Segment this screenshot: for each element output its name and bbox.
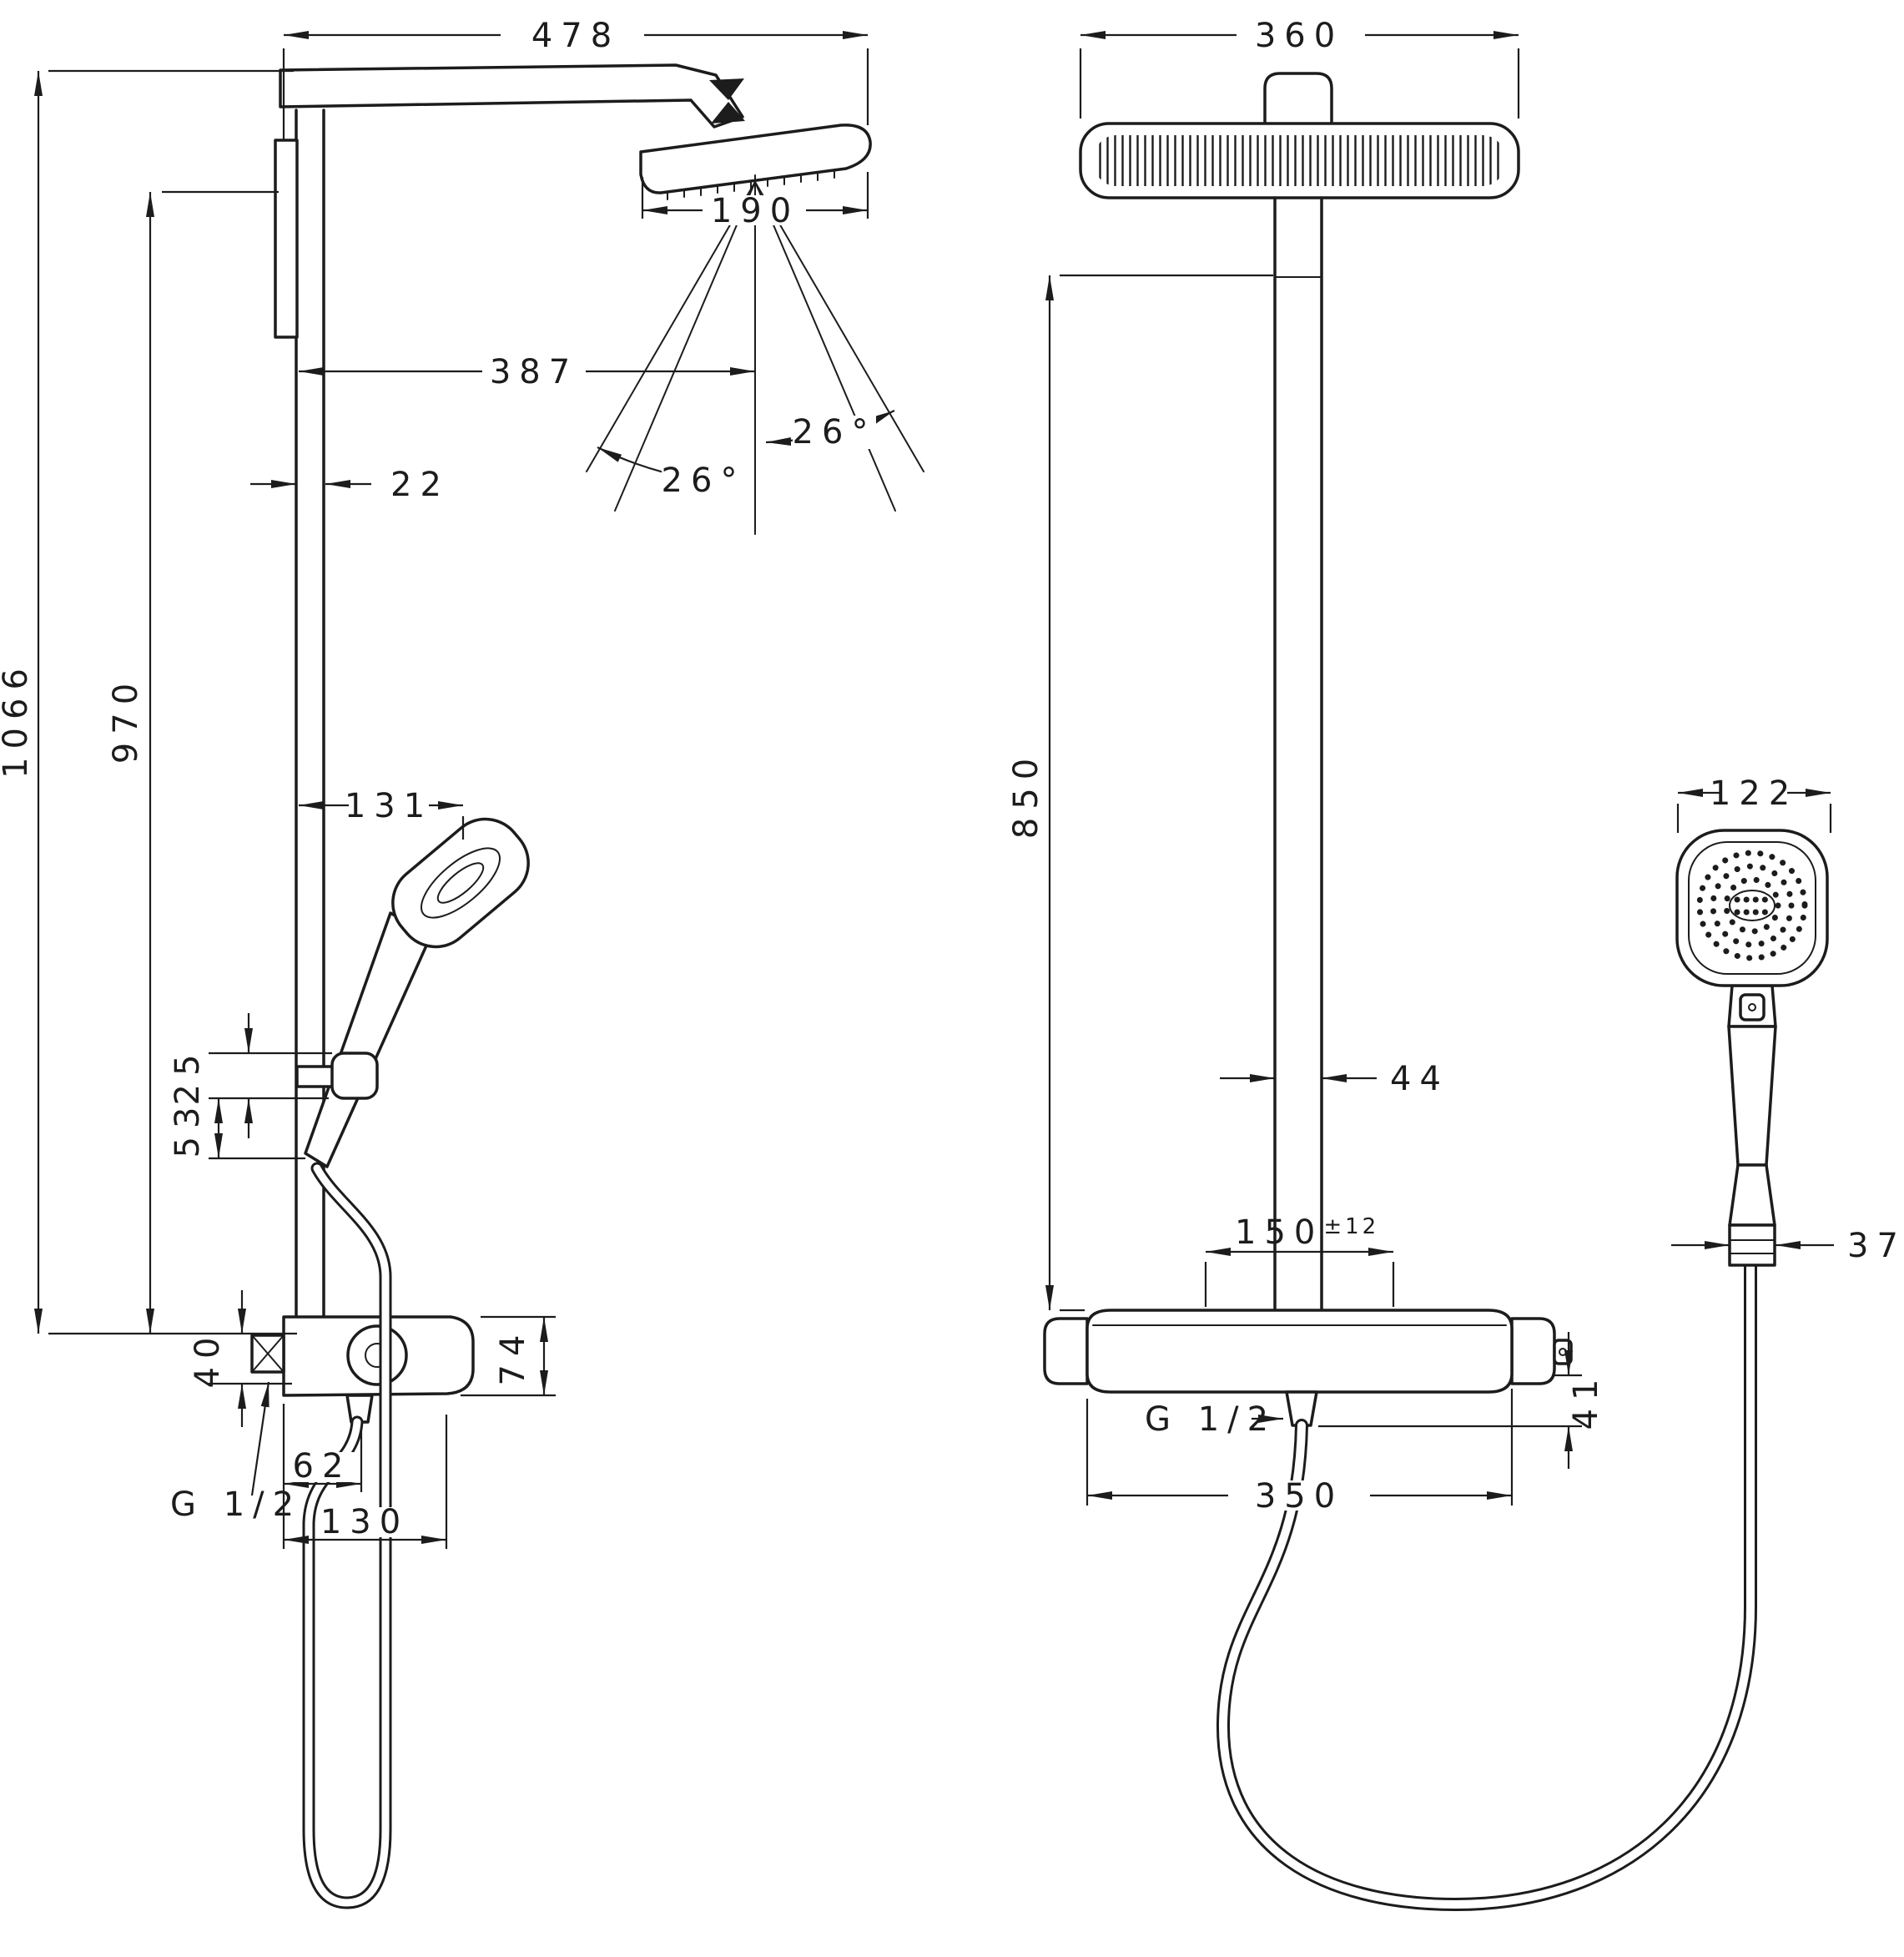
right-handle-front — [1510, 1317, 1556, 1385]
dim-62-label-bg — [290, 1452, 354, 1482]
dim-190-label-bg — [709, 195, 801, 225]
thermostat-front — [1043, 1309, 1573, 1427]
angle-left-label: 26° — [662, 462, 746, 500]
front-dimensions: 360 850 44 122 37 150±12 — [1007, 17, 1904, 1516]
arm-joint-section — [709, 78, 745, 124]
dim-360-label: 360 — [1255, 17, 1343, 55]
spray-face-hatch — [1095, 135, 1504, 186]
hose-cone — [1728, 1163, 1776, 1227]
angle-left-label-bg — [662, 464, 745, 497]
dim-53-label: 53 — [169, 1099, 207, 1158]
dim-478-label: 478 — [531, 17, 620, 55]
spray-nozzle-rings — [1696, 850, 1808, 961]
angle-right-label: 26° — [793, 413, 877, 451]
dim-387-label: 387 — [490, 353, 578, 391]
thermostat-body-front — [1085, 1309, 1514, 1394]
dim-150-base: 150 — [1235, 1213, 1323, 1252]
dim-25-label: 25 — [169, 1047, 207, 1106]
shower-pipe-front — [1273, 196, 1323, 1312]
hand-shower-head-side — [391, 817, 530, 949]
thread-size-left-label: G 1/2 — [170, 1485, 302, 1524]
hose-outlet-front — [1285, 1390, 1318, 1427]
dim-41-label: 41 — [1567, 1371, 1605, 1430]
dim-22-label: 22 — [390, 466, 450, 504]
side-dimensions: 478 1066 970 387 22 26° 26° — [0, 17, 895, 1549]
dim-130-label: 130 — [320, 1503, 409, 1541]
dim-74-label: 74 — [494, 1327, 532, 1386]
dim-350-label-bg — [1242, 1480, 1357, 1511]
hand-shower-front — [1675, 829, 1829, 1267]
dim-350-label: 350 — [1255, 1477, 1343, 1516]
temperature-dial-side — [346, 1324, 408, 1386]
dim-131-label: 131 — [345, 787, 433, 825]
front-geometry — [1043, 72, 1829, 1912]
angle-right-label-bg — [793, 416, 876, 449]
front-view: 360 850 44 122 37 150±12 — [1007, 17, 1904, 1912]
dim-150-tolerance: ±12 — [1323, 1214, 1379, 1239]
dim-1066-label: 1066 — [0, 660, 35, 779]
hose-connector — [1728, 1223, 1776, 1267]
hose-outlet-side — [345, 1394, 374, 1424]
slider-holder-arm — [295, 1065, 337, 1088]
dim-130-label-bg — [329, 1507, 402, 1537]
head-mount-front — [1263, 72, 1333, 127]
overhead-shower-side — [639, 124, 872, 194]
slider-holder — [330, 1052, 379, 1100]
side-view: 478 1066 970 387 22 26° 26° — [0, 17, 924, 1909]
spray-face-rim — [1688, 841, 1816, 975]
side-geometry — [250, 63, 924, 1909]
dim-62-label: 62 — [293, 1447, 352, 1485]
dim-850-label: 850 — [1007, 750, 1045, 839]
dim-37-label: 37 — [1847, 1227, 1904, 1265]
dim-190-label: 190 — [711, 192, 799, 230]
dim-44-label: 44 — [1390, 1060, 1449, 1098]
dim-970-label: 970 — [107, 675, 145, 764]
dim-150-label: 150±12 — [1235, 1213, 1379, 1252]
dim-122-label: 122 — [1710, 774, 1798, 813]
dim-40-label: 40 — [189, 1329, 227, 1389]
shower-hose-front — [1216, 1258, 1757, 1912]
hand-shower-handle-front — [1727, 1025, 1777, 1167]
shower-arm-side — [279, 63, 744, 129]
wall-bracket-side — [274, 139, 299, 339]
left-handle-front — [1043, 1317, 1089, 1385]
spray-face-ticks — [667, 169, 835, 200]
thread-size-right-label: G 1/2 — [1145, 1400, 1277, 1439]
select-button — [1739, 993, 1765, 1021]
